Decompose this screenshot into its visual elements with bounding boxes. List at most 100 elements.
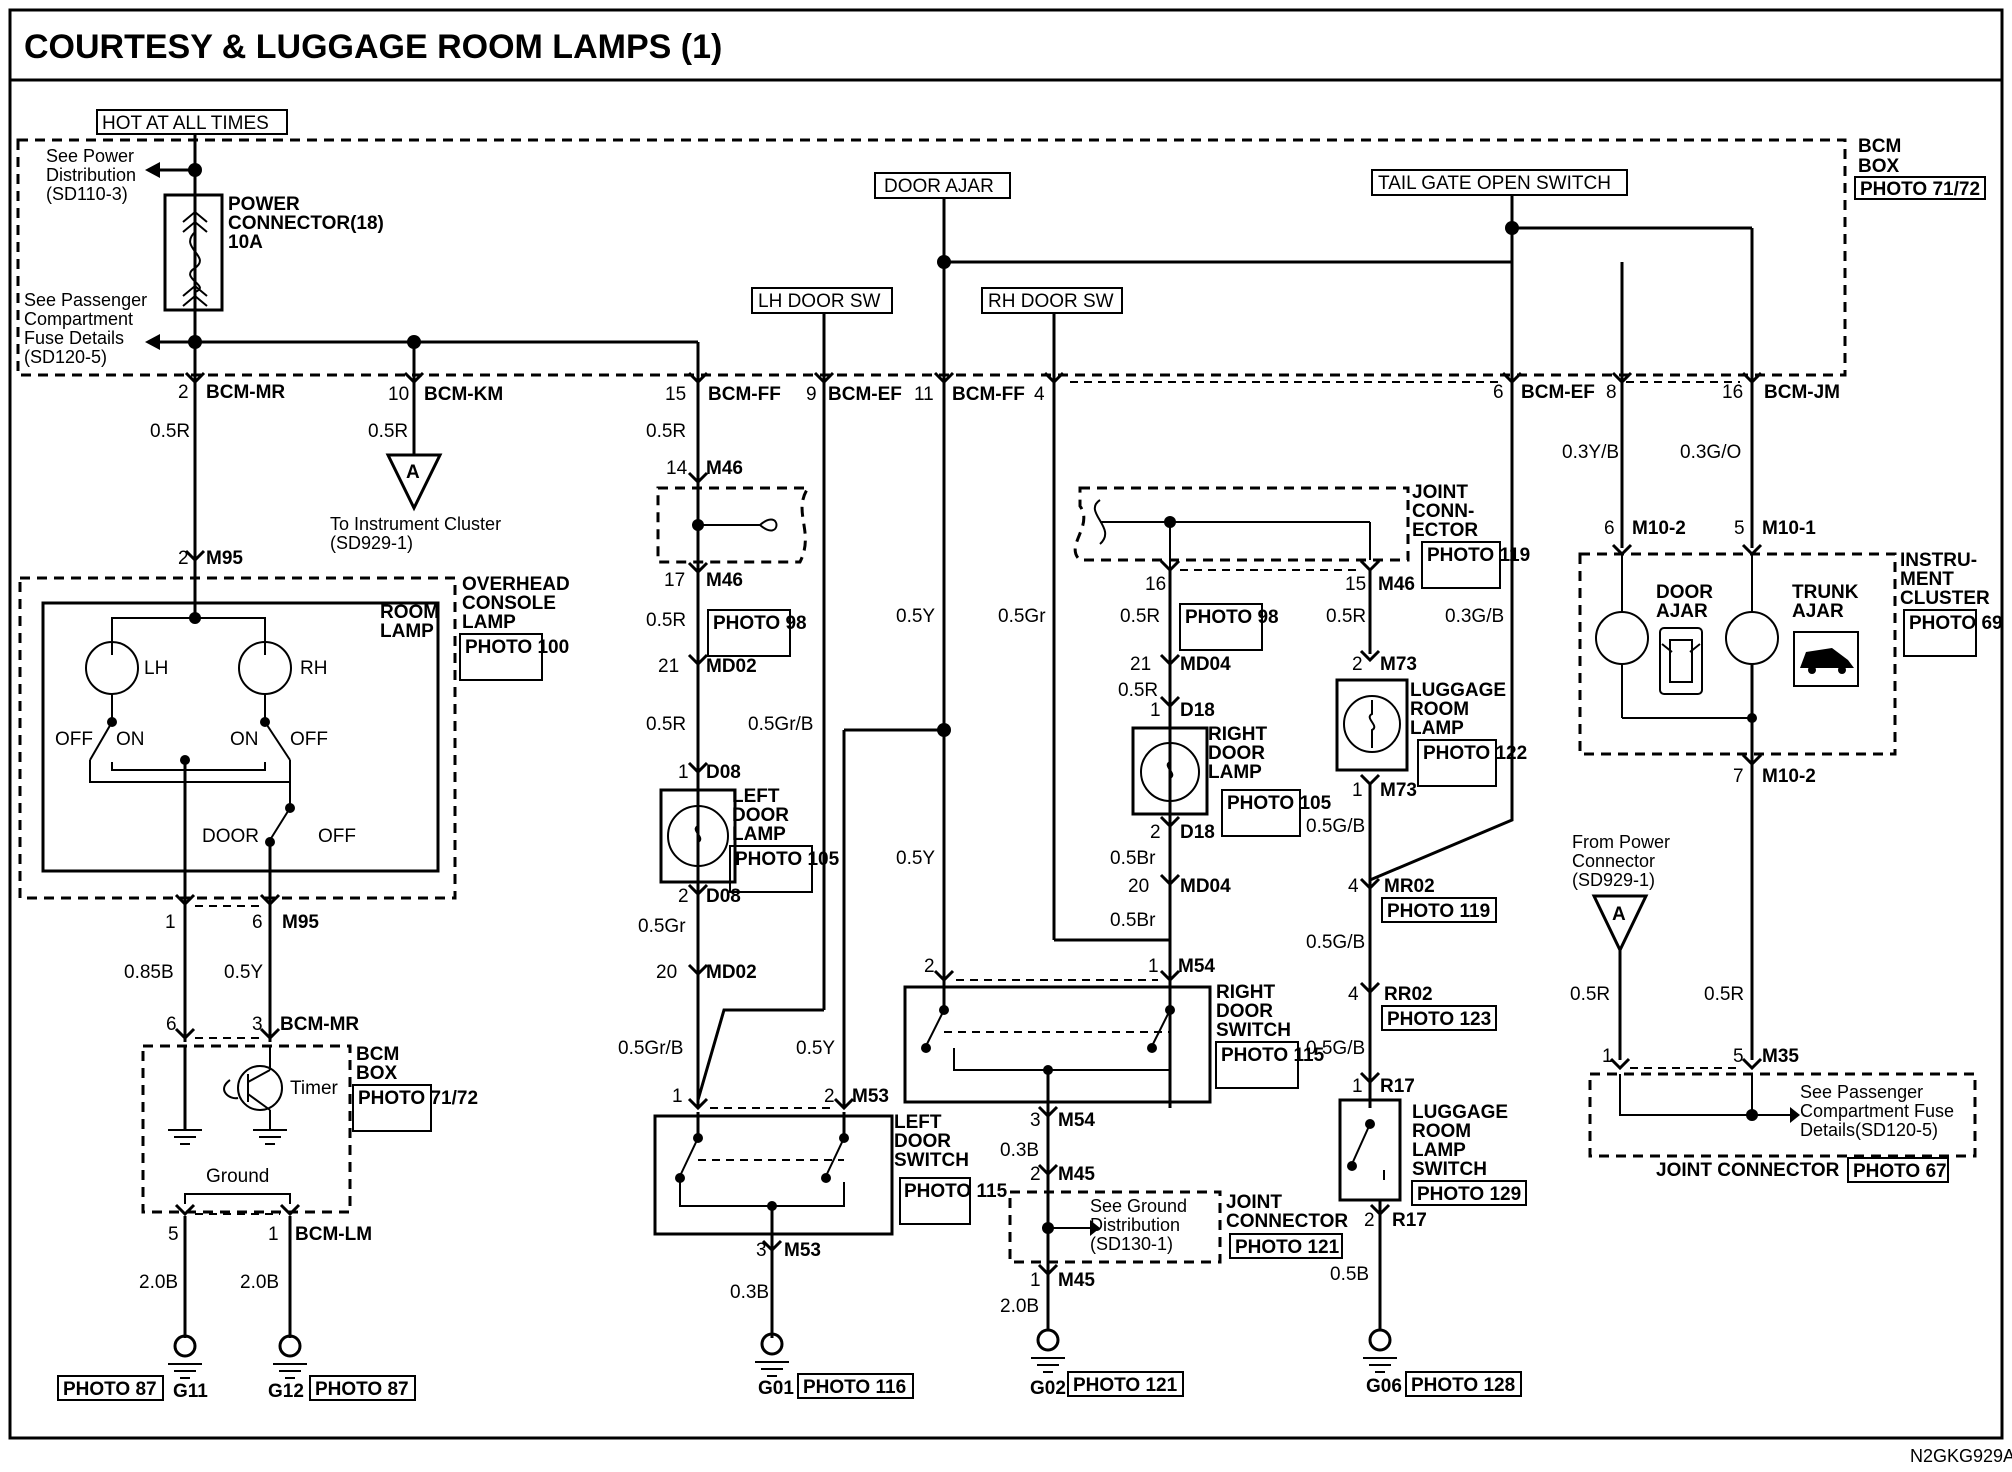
door-ajar-label: DOOR AJAR [884,176,994,197]
timer-label: Timer [290,1078,339,1099]
luggage-lamp-label: LAMP [1410,718,1464,739]
pin-number: 7 [1733,766,1744,787]
joint-connector-label: JOINT CONNECTOR [1656,1160,1840,1181]
diagram-code: N2GKG929A [1910,1446,2012,1466]
grounds-left: PHOTO 87 G11 G12 PHOTO 87 [57,1334,416,1402]
photo-tag: PHOTO 87 [63,1379,157,1400]
passenger-fuse-ref: (SD120-5) [24,347,107,367]
connector-label: M54 [1058,1110,1095,1131]
wire-color: 2.0B [139,1272,178,1293]
wire-color: 0.5R [1570,984,1610,1005]
bcm-box-label: BOX [356,1063,398,1084]
right-door-switch-label: SWITCH [1216,1020,1291,1041]
photo-tag: PHOTO 71/72 [1860,179,1980,200]
pin-number: 2 [1150,822,1161,843]
connector-label: BCM-EF [828,384,902,405]
photo-tag: PHOTO 123 [1387,1009,1491,1030]
page-title: COURTESY & LUGGAGE ROOM LAMPS (1) [24,28,722,66]
wire-color: 0.5G/B [1306,1038,1365,1059]
instrument-cluster: 0.3Y/B 0.3G/O 6 M10-2 5 M10-1 INSTRU- ME… [1562,382,2003,1060]
overhead-label: OVERHEAD [462,574,570,595]
door-ajar-bulb [1595,611,1649,665]
connector-label: M95 [206,548,243,569]
ground-distribution-ref: See Ground [1090,1196,1187,1216]
luggage-room-circuit: 0.5R 2 M73 LUGGAGE ROOM LAMP PHOTO 122 1… [1306,195,1754,1397]
photo-tag: PHOTO 105 [1227,793,1332,814]
left-door-lamp-label: LEFT [732,786,780,807]
photo-tag: PHOTO 98 [713,613,807,634]
pin-number: 3 [252,1014,263,1035]
cluster-label: MENT [1900,569,1954,590]
bcm-box-lower: 6 3 BCM-MR BCM BOX PHOTO 71/72 Timer Gro… [139,1014,478,1338]
cluster-label: CLUSTER [1900,588,1990,609]
passenger-fuse-ref: See Passenger [24,290,147,310]
wire-color: 0.5R [1120,606,1160,627]
pin-number: 1 [678,762,689,783]
wire-color: 0.5R [150,421,190,442]
pin-number: 4 [1034,384,1045,405]
room-lamp-label: LAMP [380,621,434,642]
switch-position: DOOR [202,826,259,847]
wire-color: 0.5R [646,714,686,735]
wire-color: 0.5Gr [998,606,1046,627]
ground-symbol [1368,1328,1392,1352]
power-connector-label: 10A [228,232,263,253]
wire-color: 2.0B [1000,1296,1039,1317]
pin-number: 4 [1348,984,1359,1005]
pin-number: 6 [252,912,263,933]
connector-label: BCM-LM [295,1224,372,1245]
connector-label: MD02 [706,962,757,983]
ground-distribution-ref: Distribution [1090,1215,1180,1235]
wire-color: 0.5Gr/B [748,714,813,735]
left-door-circuit: 0.5R 14 M46 17 M46 0.5R PHOTO 98 21 MD02… [618,382,1008,1399]
pin-number: 3 [1030,1110,1041,1131]
left-door-lamp-label: DOOR [732,805,789,826]
connector-label: MD02 [706,656,757,677]
ground-symbol [173,1334,197,1358]
wire-color: 0.5G/B [1306,932,1365,953]
connector-label: M73 [1380,780,1417,801]
connector-label: D18 [1180,822,1215,843]
pin-number: 17 [664,570,685,591]
connector-label: R17 [1380,1076,1415,1097]
joint-connector-label: JOINT [1226,1192,1282,1213]
bcm-box-label: BCM [356,1044,399,1065]
bcm-box-label: BOX [1858,156,1900,177]
connector-label: M10-2 [1762,766,1816,787]
power-connector-ref: Connector [1572,851,1655,871]
wire-color: 0.3B [1000,1140,1039,1161]
overhead-label: CONSOLE [462,593,556,614]
ground-g06: G06 [1366,1376,1402,1397]
pin-number: 1 [1030,1270,1041,1291]
wire-color: 0.5Br [1110,910,1156,931]
pin-number: 1 [672,1086,683,1107]
photo-tag: PHOTO 69 [1909,613,2003,634]
pin-number: 8 [1606,382,1617,403]
right-door-switch [903,985,1212,1104]
connector-label: M53 [784,1240,821,1261]
pin-number: 15 [665,384,686,405]
ground-g12: G12 [268,1381,304,1402]
left-door-switch-label: LEFT [894,1112,942,1133]
pin-number: 2 [1352,654,1363,675]
pin-number: 6 [166,1014,177,1035]
connector-label: RR02 [1384,984,1433,1005]
connector-label: BCM-KM [424,384,503,405]
photo-tag: PHOTO 67 [1853,1161,1947,1182]
wire-color: 0.3G/O [1680,442,1741,463]
room-lamp-rh: RH [300,658,327,679]
passenger-fuse-ref: Fuse Details [24,328,124,348]
ground-symbol [1036,1328,1060,1352]
pin-number: 6 [1493,382,1504,403]
power-connector-fuse [163,193,224,312]
switch-position: ON [230,729,259,750]
bcm-box-outline: BCM BOX PHOTO 71/72 [16,136,1986,377]
connector-label: MD04 [1180,654,1231,675]
trunk-ajar-indicator: TRUNK [1792,582,1859,603]
wire-color: 0.5R [1118,680,1158,701]
pin-number: 2 [178,382,189,403]
door-ajar-indicator: AJAR [1656,601,1708,622]
connector-label: BCM-EF [1521,382,1595,403]
connector-label: M10-1 [1762,518,1816,539]
